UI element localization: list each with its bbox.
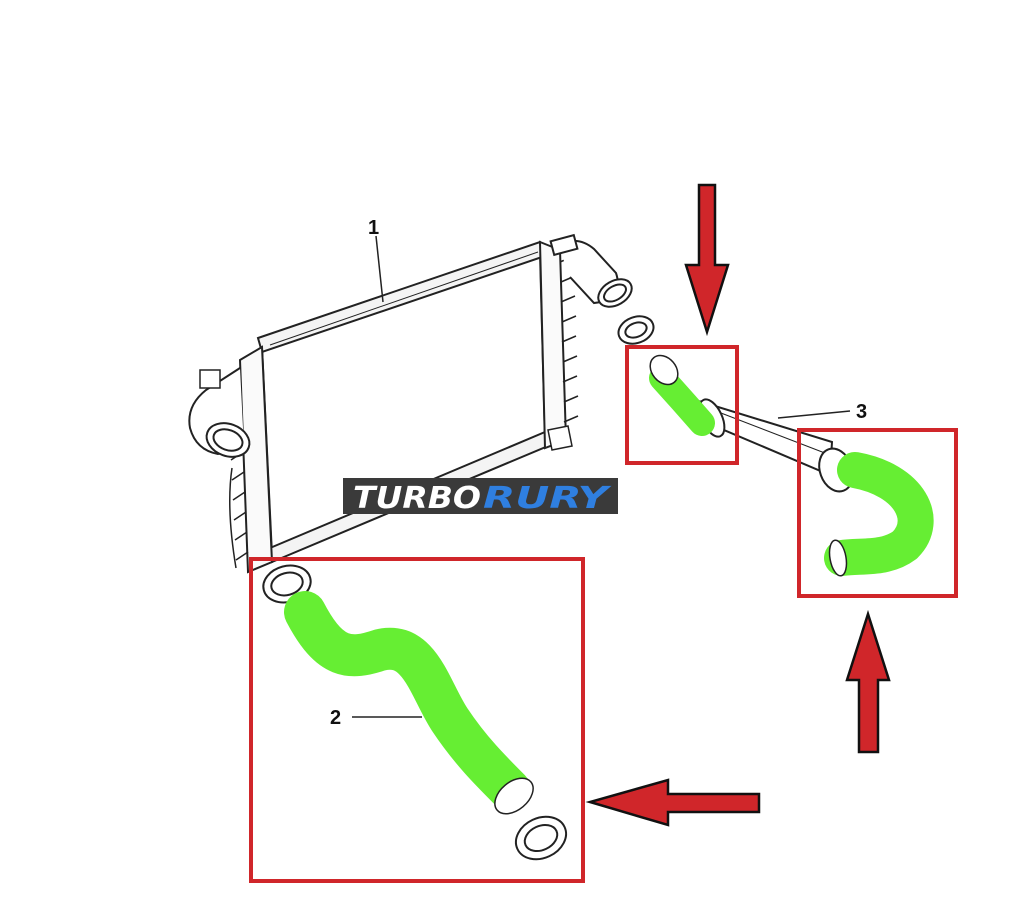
hose-icon <box>284 591 534 815</box>
arrow-left-icon <box>585 778 761 827</box>
callout-2: 2 <box>330 707 341 729</box>
highlight-frame-right <box>797 428 958 598</box>
arrow-down-icon <box>684 183 730 337</box>
callout-3: 3 <box>856 401 867 423</box>
arrow-up-icon <box>845 609 891 754</box>
hose-icon <box>824 452 934 577</box>
svg-text:RURY: RURY <box>483 481 613 516</box>
hose-icon <box>649 354 715 436</box>
highlight-frame-lower <box>249 557 585 883</box>
clamp-icon <box>514 815 568 861</box>
svg-text:TURBO: TURBO <box>353 481 481 516</box>
callout-1: 1 <box>368 217 379 239</box>
clamp-icon <box>617 315 655 345</box>
intercooler-icon <box>188 233 633 574</box>
turborury-logo: TURBO RURY <box>343 478 618 516</box>
highlight-frame-upper <box>625 345 739 465</box>
